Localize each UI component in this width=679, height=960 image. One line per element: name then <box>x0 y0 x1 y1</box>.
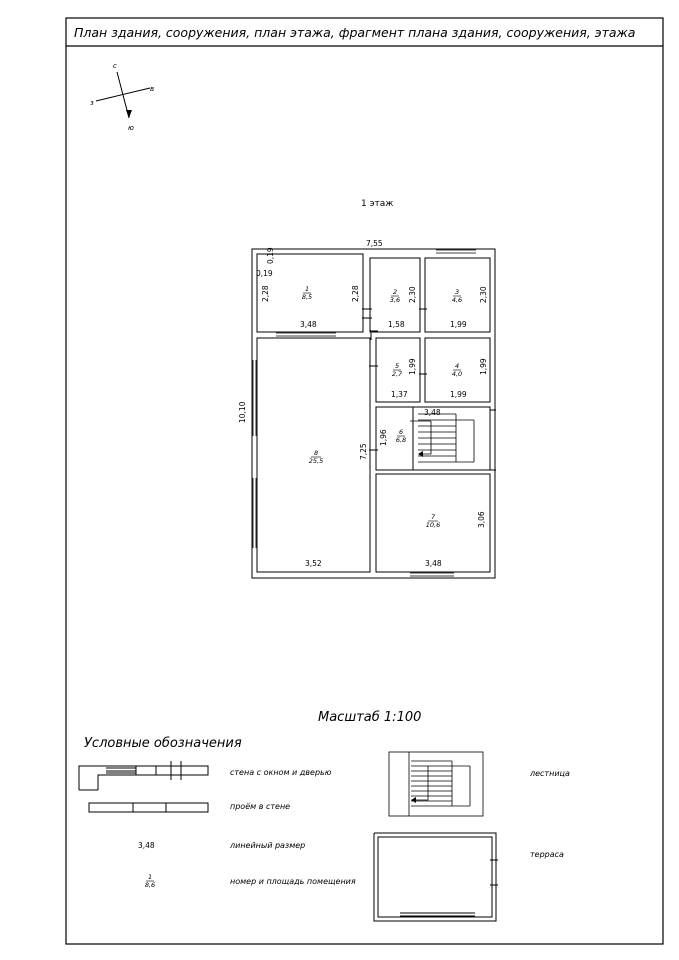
stairs-symbol <box>410 413 475 463</box>
dim-room7-bottom: 3,48 <box>425 559 442 568</box>
legend-opening-text: проём в стене <box>230 802 290 811</box>
dim-room2-bottom: 1,58 <box>388 320 405 329</box>
room-8-number: 8 <box>314 449 318 457</box>
dim-room5-v: 1,99 <box>408 358 417 375</box>
legend-room-label-text: номер и площадь помещения <box>230 877 356 886</box>
room-6-outline <box>375 406 491 471</box>
dim-room1-right: 2,28 <box>351 285 360 302</box>
sheet-frame <box>65 17 664 945</box>
plan-doors <box>362 308 496 471</box>
room-5-outline <box>375 337 421 403</box>
room-6-area: 6,8 <box>396 436 406 444</box>
room-label-4: 4 4,0 <box>452 362 462 378</box>
room-label-7: 7 10,6 <box>426 513 440 529</box>
compass-south-label: ю <box>128 124 134 132</box>
room-3-outline <box>424 257 491 333</box>
room-5-area: 2,7 <box>392 370 403 378</box>
dim-room1-left: 2,28 <box>261 285 270 302</box>
room-4-number: 4 <box>455 362 459 370</box>
room-8-outline <box>256 337 371 573</box>
dim-wall-v: 0,19 <box>266 247 275 264</box>
room-2-area: 3,6 <box>390 296 400 304</box>
room-label-8: 8 25,5 <box>309 449 323 465</box>
dim-room4-bottom: 1,99 <box>450 390 467 399</box>
room-7-outline <box>375 473 491 573</box>
dim-room4-v: 1,99 <box>479 358 488 375</box>
legend-terrace-symbol <box>373 832 498 922</box>
dim-room2-v: 2,30 <box>408 286 417 303</box>
legend-wall-window-door-text: стена с окном и дверью <box>230 768 332 777</box>
compass-north-label: с <box>113 62 117 70</box>
dim-overall-height: 10,10 <box>238 401 247 423</box>
room-3-number: 3 <box>455 288 459 296</box>
plan-windows <box>252 249 476 577</box>
legend-title: Условные обозначения <box>84 736 242 751</box>
compass-west-label: з <box>90 99 94 107</box>
room-labels: 1 8,5 2 3,6 3 4,6 5 2,7 4 4,0 6 6,8 <box>302 285 462 529</box>
legend-room-label-symbol: 1 8,6 <box>145 873 155 889</box>
legend-linear-dim-example: 3,48 <box>138 841 155 850</box>
legend-terrace-text: терраса <box>530 850 564 859</box>
plan-dimensions: 7,55 0,19 0,19 2,28 2,28 3,48 2,30 2,30 … <box>238 239 488 568</box>
room-7-number: 7 <box>431 513 436 521</box>
legend-stairs-symbol <box>388 751 484 817</box>
room-7-area: 10,6 <box>426 521 440 529</box>
room-label-2: 2 3,6 <box>390 288 400 304</box>
dim-room5-bottom: 1,37 <box>391 390 408 399</box>
plan-walls <box>251 248 496 579</box>
dim-room7-v: 3,06 <box>477 511 486 528</box>
room-8-area: 25,5 <box>309 457 323 465</box>
room-label-1: 1 8,5 <box>302 285 312 301</box>
legend-stairs-text: лестница <box>529 769 570 778</box>
dim-room1-bottom: 3,48 <box>300 320 317 329</box>
dim-room6-v: 1,96 <box>379 429 388 446</box>
room-5-number: 5 <box>395 362 399 370</box>
scale-label: Масштаб 1:100 <box>318 710 421 725</box>
dim-room3-v: 2,30 <box>479 286 488 303</box>
sheet-title: План здания, сооружения, план этажа, фра… <box>74 25 635 40</box>
legend-linear-dim-text: линейный размер <box>229 841 305 850</box>
dim-room8-v: 7,25 <box>359 443 368 460</box>
room-2-outline <box>369 257 421 333</box>
compass-east-label: в <box>150 85 154 93</box>
room-4-outline <box>424 337 491 403</box>
room-label-5: 5 2,7 <box>392 362 403 378</box>
dim-overall-width: 7,55 <box>366 239 383 248</box>
room-6-number: 6 <box>399 428 403 436</box>
room-2-number: 2 <box>393 288 397 296</box>
room-1-area: 8,5 <box>302 293 312 301</box>
outer-wall-outline <box>251 248 496 579</box>
room-label-6: 6 6,8 <box>396 428 406 444</box>
dim-stairs-top: 3,48 <box>424 408 441 417</box>
room-1-number: 1 <box>305 285 309 293</box>
legend-room-example-area: 8,6 <box>145 881 155 889</box>
room-label-3: 3 4,6 <box>452 288 462 304</box>
room-3-area: 4,6 <box>452 296 462 304</box>
dim-room8-bottom: 3,52 <box>305 559 322 568</box>
compass <box>95 71 151 119</box>
dim-wall: 0,19 <box>256 269 273 278</box>
room-4-area: 4,0 <box>452 370 462 378</box>
legend-room-example-number: 1 <box>148 873 152 881</box>
dim-room3-bottom: 1,99 <box>450 320 467 329</box>
floor-label: 1 этаж <box>361 199 393 209</box>
legend-wall-window-door-symbol <box>78 761 209 791</box>
room-1-outline <box>256 253 364 333</box>
legend-opening-symbol <box>88 802 209 813</box>
